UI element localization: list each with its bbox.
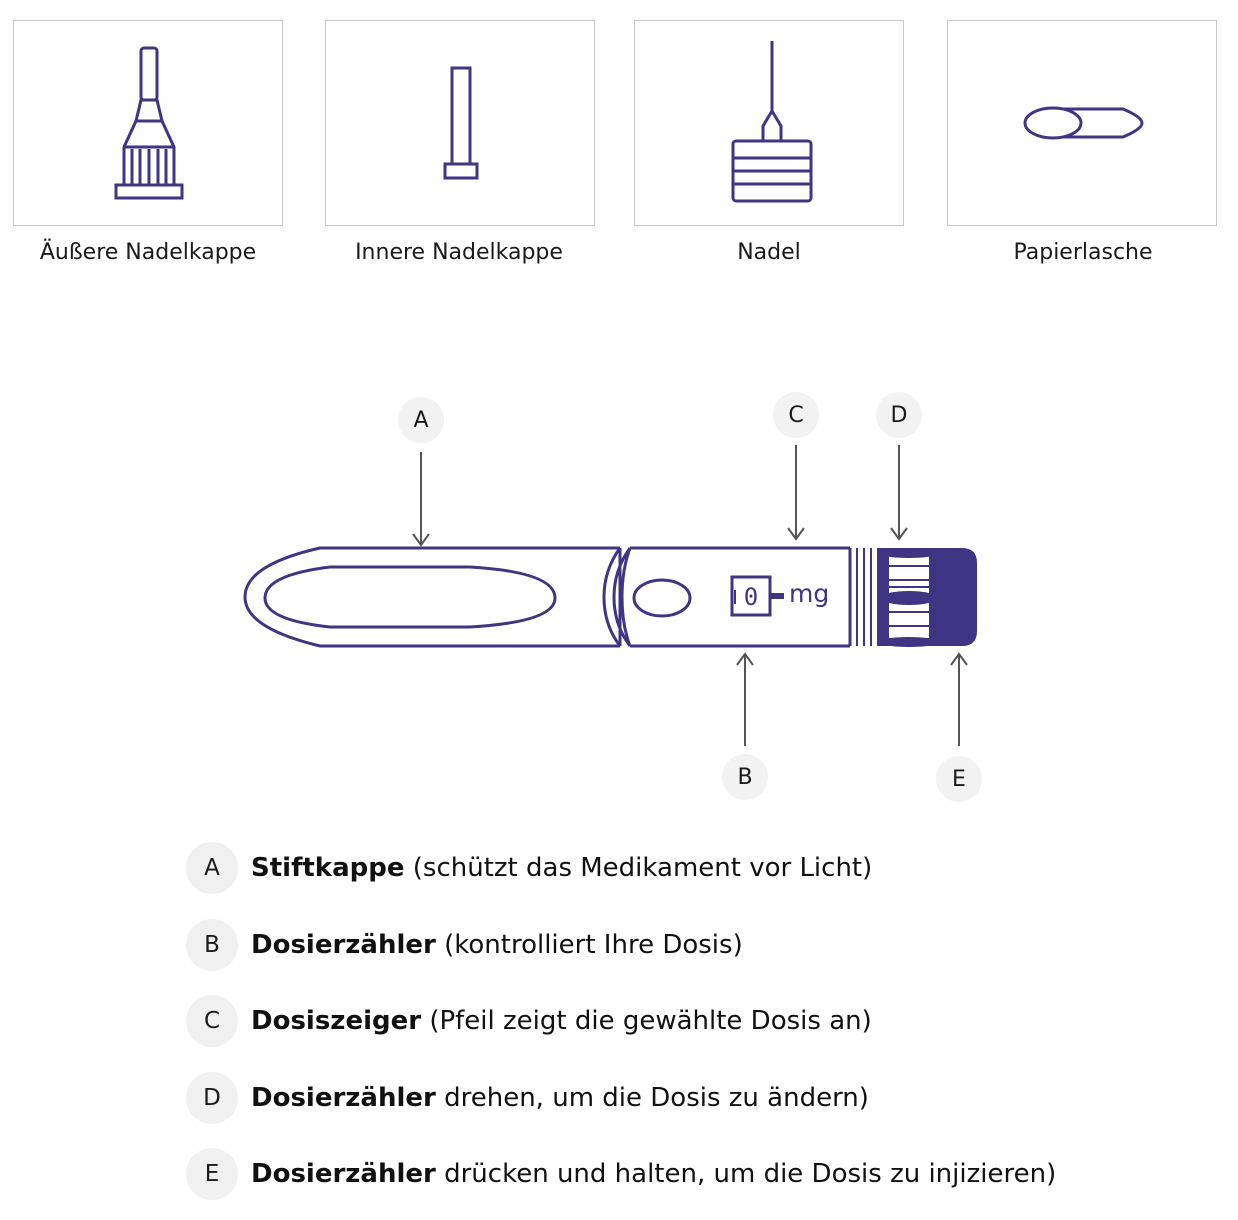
- callout-b: B: [722, 754, 768, 800]
- callout-arrows: [412, 445, 968, 746]
- legend-term: Dosiszeiger: [251, 1006, 422, 1036]
- legend-term: Dosierzähler: [251, 930, 436, 960]
- legend-badge: A: [186, 842, 238, 894]
- inner-needle-cap-icon: [443, 66, 479, 180]
- callout-d: D: [876, 392, 922, 438]
- legend-text: Dosierzähler drücken und halten, um die …: [251, 1159, 1056, 1189]
- part-box-inner-needle-cap: [325, 20, 595, 226]
- dose-window: [730, 575, 784, 617]
- legend-term: Dosierzähler: [251, 1159, 436, 1189]
- pen-body: [612, 546, 879, 648]
- legend-description: (kontrolliert Ihre Dosis): [435, 930, 743, 960]
- legend-description: drehen, um die Dosis zu ändern): [435, 1083, 869, 1113]
- legend-description: (schützt das Medikament vor Licht): [404, 853, 873, 883]
- legend-badge: C: [186, 995, 238, 1047]
- legend-badge: D: [186, 1072, 238, 1124]
- part-label-paper-tab: Papierlasche: [1013, 240, 1153, 265]
- part-box-needle: [634, 20, 904, 226]
- legend-text: Stiftkappe (schützt das Medikament vor L…: [251, 853, 872, 883]
- dose-unit-label: mg: [789, 579, 829, 608]
- part-label-needle: Nadel: [737, 240, 801, 265]
- part-label-outer-needle-cap: Äußere Nadelkappe: [39, 240, 257, 265]
- legend-item-d: D Dosierzähler drehen, um die Dosis zu ä…: [186, 1072, 869, 1124]
- needle-icon: [731, 41, 813, 203]
- legend-item-e: E Dosierzähler drücken und halten, um di…: [186, 1148, 1056, 1200]
- legend-text: Dosiszeiger (Pfeil zeigt die gewählte Do…: [251, 1006, 872, 1036]
- legend-badge: E: [186, 1148, 238, 1200]
- part-box-paper-tab: [947, 20, 1217, 226]
- part-label-inner-needle-cap: Innere Nadelkappe: [355, 240, 563, 265]
- legend-item-b: B Dosierzähler (kontrolliert Ihre Dosis): [186, 919, 743, 971]
- callout-e: E: [936, 756, 982, 802]
- legend-text: Dosierzähler (kontrolliert Ihre Dosis): [251, 930, 743, 960]
- injection-button: [937, 548, 977, 646]
- dose-counter-value: 0: [744, 583, 758, 611]
- paper-tab-icon: [1023, 106, 1144, 140]
- legend-badge: B: [186, 919, 238, 971]
- legend-description: drücken und halten, um die Dosis zu inji…: [435, 1159, 1057, 1189]
- legend-text: Dosierzähler drehen, um die Dosis zu änd…: [251, 1083, 869, 1113]
- legend-term: Stiftkappe: [251, 853, 405, 883]
- legend-term: Dosierzähler: [251, 1083, 436, 1113]
- legend-item-c: C Dosiszeiger (Pfeil zeigt die gewählte …: [186, 995, 872, 1047]
- part-box-outer-needle-cap: [13, 20, 283, 226]
- legend-item-a: A Stiftkappe (schützt das Medikament vor…: [186, 842, 872, 894]
- legend-description: (Pfeil zeigt die gewählte Dosis an): [421, 1006, 872, 1036]
- pen-diagram: 0 mg: [243, 445, 977, 746]
- outer-needle-cap-icon: [114, 46, 184, 200]
- callout-c: C: [773, 392, 819, 438]
- dose-selector-ring: [879, 548, 939, 647]
- pen-cap: [243, 546, 622, 648]
- callout-a: A: [398, 397, 444, 443]
